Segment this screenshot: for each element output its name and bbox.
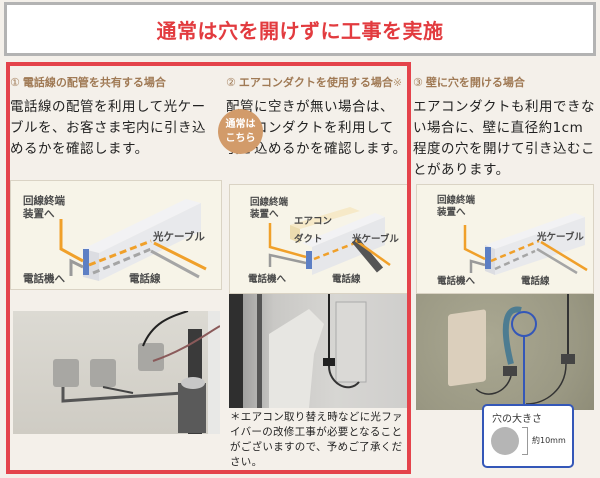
label-fiber: 光ケーブル bbox=[153, 231, 205, 243]
wall-hole-illustration bbox=[463, 213, 588, 275]
dimension-bracket bbox=[522, 427, 528, 455]
step-number: ① bbox=[10, 76, 20, 89]
label-line: 電話線 bbox=[521, 276, 550, 287]
label-terminal: 回線終端 装置へ bbox=[250, 197, 289, 220]
photo-aircon-duct bbox=[229, 294, 408, 408]
label-line: 電話線 bbox=[332, 274, 361, 285]
column-body: 配管に空きが無い場合は、エアコンダクトを利用して引き込めるかを確認します。 bbox=[226, 99, 407, 157]
label-phone: 電話機へ bbox=[23, 273, 65, 285]
banner-title: 通常は穴を開けずに工事を実施 bbox=[156, 18, 444, 43]
label-terminal: 回線終端 装置へ bbox=[437, 195, 476, 218]
hole-size-callout: 穴の大きさ 約10mm bbox=[482, 404, 574, 468]
photo-wall-hole bbox=[416, 294, 594, 410]
hole-circle-icon bbox=[491, 427, 519, 455]
label-duct: エアコン ダクト bbox=[294, 216, 333, 245]
label-fiber: 光ケーブル bbox=[537, 232, 584, 243]
label-phone: 電話機へ bbox=[437, 276, 476, 287]
step-number: ③ bbox=[413, 76, 423, 89]
callout-title: 穴の大きさ bbox=[492, 414, 542, 425]
label-phone: 電話機へ bbox=[248, 274, 287, 285]
duct-footnote: ＊エアコン取り替え時などに光ファイバーの改修工事が必要となることがございますので… bbox=[230, 411, 403, 468]
label-terminal: 回線終端 装置へ bbox=[23, 195, 65, 220]
label-fiber: 光ケーブル bbox=[352, 234, 399, 245]
usual-badge: 通常は こちら bbox=[218, 109, 263, 154]
diagram-aircon-duct: 回線終端 装置へ エアコン ダクト 光ケーブル 電話機へ 電話線 bbox=[229, 184, 408, 294]
label-line: 電話線 bbox=[129, 273, 161, 285]
photo-shared-pipe bbox=[13, 311, 220, 434]
aircon-duct-illustration bbox=[268, 207, 391, 275]
wall-conduit-illustration bbox=[59, 199, 207, 281]
step-number: ② bbox=[226, 76, 236, 89]
column-body: エアコンダクトも利用できない場合に、壁に直径約1cm程度の穴を開けて引き込むこと… bbox=[413, 99, 595, 178]
diagram-shared-pipe: 回線終端 装置へ 光ケーブル 電話機へ 電話線 bbox=[10, 180, 222, 290]
diagram-wall-hole: 回線終端 装置へ 光ケーブル 電話機へ 電話線 bbox=[416, 184, 594, 294]
column-body: 電話線の配管を利用して光ケーブルを、お客さま宅内に引き込めるかを確認します。 bbox=[10, 99, 206, 157]
callout-size: 約10mm bbox=[532, 436, 566, 445]
banner: 通常は穴を開けずに工事を実施 bbox=[4, 2, 596, 56]
